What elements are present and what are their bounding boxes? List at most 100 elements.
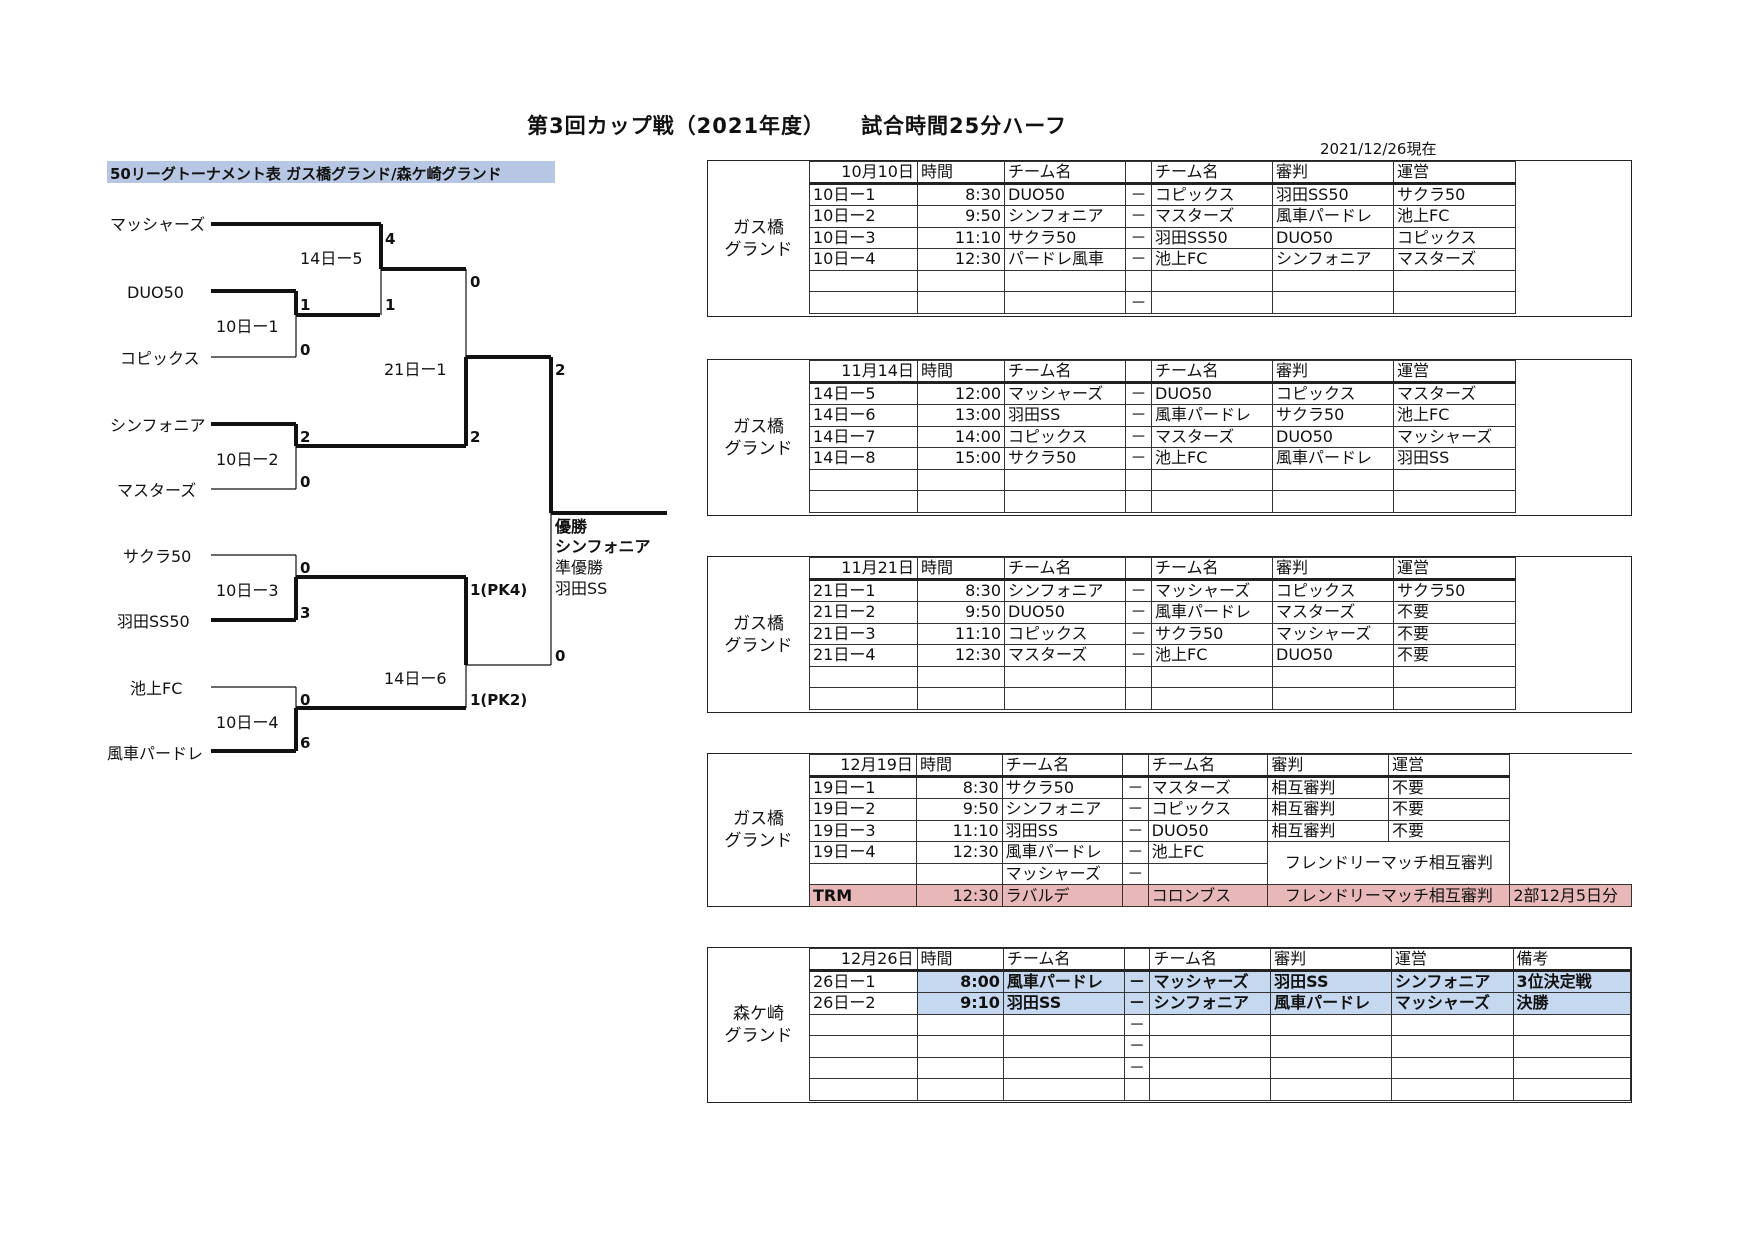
cell-vs: － [1125, 644, 1152, 667]
header-referee: 審判 [1270, 948, 1392, 972]
cell-team-a: 風車パードレ [1002, 970, 1125, 993]
cell-match [809, 687, 918, 710]
cell-vs [1125, 687, 1152, 710]
cell-vs: － [1125, 248, 1152, 271]
cell-staff: マッシャーズ [1390, 992, 1514, 1015]
spacer-cell [1510, 799, 1632, 821]
spacer-cell [1510, 820, 1632, 842]
cell-staff: 池上FC [1393, 404, 1516, 427]
cell-vs [1122, 884, 1149, 907]
cell-referee: DUO50 [1272, 644, 1394, 667]
schedule-oct-10: ガス橋 グランド 10月10日 時間 チーム名 チーム名 審判 運営 10日ー1… [707, 160, 1632, 317]
cell-match: TRM [809, 884, 917, 907]
header-team-a: チーム名 [1002, 948, 1125, 972]
cell-team-b [1151, 490, 1273, 513]
schedule-dec-19: ガス橋 グランド 12月19日 時間 チーム名 チーム名 審判 運営 19日ー1… [707, 753, 1632, 907]
cell-time: 8:30 [917, 183, 1005, 206]
table-row [809, 1078, 1632, 1101]
header-vs [1122, 754, 1149, 778]
header-staff: 運営 [1393, 557, 1516, 581]
cell-vs: － [1125, 205, 1152, 228]
cell-team-b [1151, 269, 1273, 293]
cell-vs: － [1122, 862, 1149, 886]
header-referee: 審判 [1267, 754, 1389, 778]
table-row: － [809, 1013, 1632, 1037]
cell-match: 10日ー2 [809, 205, 918, 228]
cell-team-a: 羽田SS [1001, 819, 1124, 843]
header-team-a: チーム名 [1004, 360, 1126, 384]
cell-match: 21日ー1 [809, 579, 918, 602]
table-row [809, 665, 1516, 689]
cell-match [809, 1056, 918, 1080]
cell-time [917, 468, 1005, 492]
score-semi2-top: 1(PK4) [470, 581, 527, 599]
cell-team-a: 風車パードレ [1001, 841, 1124, 864]
cell-time [915, 862, 1003, 886]
cell-match: 14日ー6 [809, 404, 918, 427]
team-symphonia: シンフォニア [110, 416, 206, 435]
cell-match: 10日ー3 [809, 226, 918, 250]
cell-staff [1393, 468, 1516, 492]
cell-referee [1272, 291, 1394, 314]
cell-team-a: DUO50 [1004, 601, 1126, 624]
header-referee: 審判 [1272, 161, 1394, 185]
cell-time: 9:50 [917, 601, 1005, 624]
team-ikegami-fc: 池上FC [130, 679, 182, 698]
cell-match: 19日ー2 [809, 798, 917, 821]
header-vs [1123, 948, 1151, 972]
cell-match: 26日ー2 [809, 992, 918, 1015]
cell-time [916, 1056, 1004, 1080]
cell-team-b: マッシャーズ [1149, 970, 1272, 993]
cell-referee [1272, 665, 1394, 689]
cell-referee [1272, 269, 1394, 293]
cell-referee [1272, 490, 1394, 513]
header-date: 12月26日 [809, 948, 918, 972]
venue-label: ガス橋 グランド [724, 217, 793, 260]
cell-referee [1270, 1078, 1392, 1101]
table-row: マッシャーズ－ [809, 862, 1632, 886]
header-date: 11月14日 [809, 360, 918, 384]
cell-team-a [1002, 1013, 1125, 1037]
cell-staff [1393, 269, 1516, 293]
header-team-b: チーム名 [1151, 161, 1273, 185]
match-label-21-1: 21日ー1 [384, 360, 447, 379]
score-semi2-bottom: 1(PK2) [470, 691, 527, 709]
header-date: 11月21日 [809, 557, 918, 581]
cell-team-b: マスターズ [1147, 776, 1269, 799]
cell-time: 11:10 [917, 622, 1005, 646]
title-sub: 試合時間25分ハーフ [861, 114, 1068, 138]
header-time: 時間 [916, 948, 1004, 972]
cell-match: 19日ー1 [809, 776, 917, 799]
team-haneda-ss50: 羽田SS50 [117, 612, 190, 631]
cell-staff: 不要 [1393, 622, 1516, 646]
score-duo-r2: 1 [385, 296, 395, 314]
cell-team-b: 池上FC [1151, 447, 1273, 470]
cell-time [916, 1013, 1004, 1037]
table-row [809, 269, 1516, 293]
cell-match: 21日ー3 [809, 622, 918, 646]
cell-referee: 相互審判 [1267, 776, 1389, 799]
cell-match: 21日ー2 [809, 601, 918, 624]
cell-vs: － [1125, 226, 1152, 250]
cell-team-a [1004, 468, 1126, 492]
cell-team-a [1004, 665, 1126, 689]
cell-referee: シンフォニア [1272, 248, 1394, 271]
cell-time: 12:30 [917, 248, 1005, 271]
cell-referee: マスターズ [1272, 601, 1394, 624]
table-header: 12月26日 時間 チーム名 チーム名 審判 運営 備考 [809, 948, 1632, 972]
cell-team-b: 風車パードレ [1151, 404, 1273, 427]
cell-time [917, 490, 1005, 513]
cell-referee: サクラ50 [1272, 404, 1394, 427]
header-vs [1125, 360, 1152, 384]
cell-time [917, 687, 1005, 710]
table-header: 10月10日 時間 チーム名 チーム名 審判 運営 [809, 161, 1516, 185]
cell-note [1512, 1013, 1632, 1037]
